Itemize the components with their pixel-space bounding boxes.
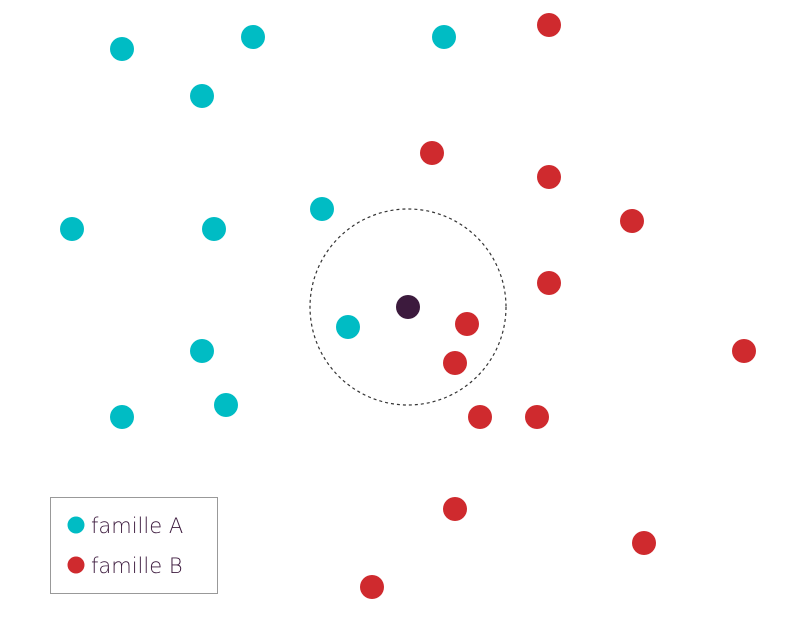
point-famille-a-10 — [110, 405, 134, 429]
point-famille-a-5 — [60, 217, 84, 241]
query-point — [396, 295, 420, 319]
point-famille-b-11 — [632, 531, 656, 555]
point-famille-b-4 — [537, 271, 561, 295]
point-famille-b-1 — [420, 141, 444, 165]
point-famille-a-6 — [202, 217, 226, 241]
point-famille-b-0 — [537, 13, 561, 37]
point-famille-b-2 — [537, 165, 561, 189]
neighborhood-circle — [309, 208, 507, 406]
point-famille-a-0 — [110, 37, 134, 61]
point-famille-b-8 — [468, 405, 492, 429]
point-famille-a-7 — [336, 315, 360, 339]
point-famille-b-7 — [732, 339, 756, 363]
point-famille-a-8 — [190, 339, 214, 363]
point-famille-a-3 — [190, 84, 214, 108]
legend-label-famille-a: famille A — [91, 514, 183, 538]
legend-swatch-famille-a — [67, 516, 85, 534]
legend-box — [50, 497, 218, 594]
point-famille-b-5 — [455, 312, 479, 336]
point-famille-b-9 — [525, 405, 549, 429]
point-famille-a-4 — [310, 197, 334, 221]
point-famille-b-3 — [620, 209, 644, 233]
point-famille-a-1 — [241, 25, 265, 49]
points-layer — [60, 13, 756, 599]
point-famille-a-2 — [432, 25, 456, 49]
point-famille-b-10 — [443, 497, 467, 521]
legend-label-famille-b: famille B — [91, 554, 183, 578]
point-famille-b-12 — [360, 575, 384, 599]
legend-swatch-famille-b — [67, 556, 85, 574]
point-famille-b-6 — [443, 351, 467, 375]
legend: famille A famille B — [50, 497, 218, 594]
neighborhood-layer — [309, 208, 507, 406]
point-famille-a-9 — [214, 393, 238, 417]
